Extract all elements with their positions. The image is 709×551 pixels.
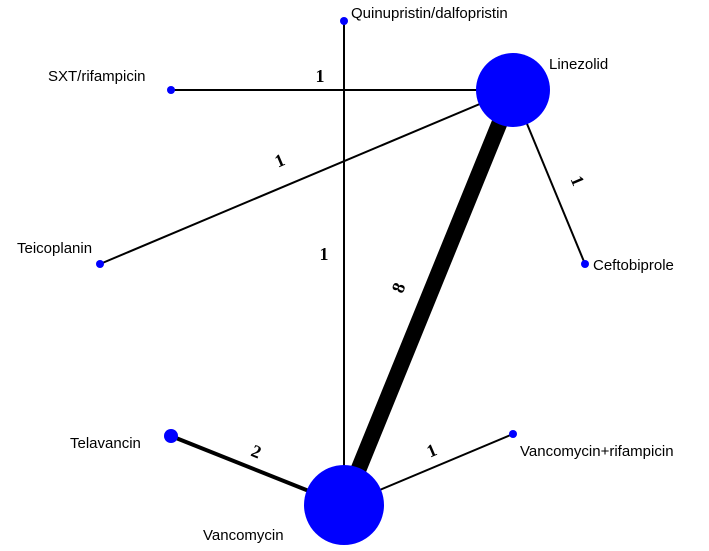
edge-label-telavancin-vancomycin: 2 xyxy=(248,440,264,462)
node-quinupristin[interactable] xyxy=(340,17,348,25)
node-label-linezolid: Linezolid xyxy=(549,56,608,73)
edge-teicoplanin-linezolid xyxy=(99,89,514,265)
node-vancomycin-rif[interactable] xyxy=(509,430,517,438)
node-label-vancomycin-rif: Vancomycin+rifampicin xyxy=(520,443,674,460)
node-label-ceftobiprole: Ceftobiprole xyxy=(593,257,674,274)
node-ceftobiprole[interactable] xyxy=(581,260,589,268)
node-labels: Quinupristin/dalfopristin SXT/rifampicin… xyxy=(17,5,674,544)
edge-linezolid-vancomycin xyxy=(336,86,521,509)
node-label-quinupristin: Quinupristin/dalfopristin xyxy=(351,5,508,22)
edge-label-linezolid-ceftobiprole: 1 xyxy=(567,173,589,189)
node-linezolid[interactable] xyxy=(476,53,550,127)
node-vancomycin[interactable] xyxy=(304,465,384,545)
node-label-sxt: SXT/rifampicin xyxy=(48,68,146,85)
edge-label-quinupristin-vancomycin: 1 xyxy=(320,244,329,264)
edge-label-teicoplanin-linezolid: 1 xyxy=(272,150,288,172)
edge-label-sxt-linezolid: 1 xyxy=(316,66,325,86)
node-sxt[interactable] xyxy=(167,86,175,94)
node-label-vancomycin: Vancomycin xyxy=(203,527,284,544)
node-teicoplanin[interactable] xyxy=(96,260,104,268)
edge-label-linezolid-vancomycin: 8 xyxy=(387,280,409,296)
node-label-teicoplanin: Teicoplanin xyxy=(17,240,92,257)
nodes xyxy=(96,17,589,545)
edge-labels: 1 1 1 1 8 2 1 xyxy=(248,66,588,462)
edge-label-vancomycin-vancomycin_rif: 1 xyxy=(424,440,440,462)
node-label-telavancin: Telavancin xyxy=(70,435,141,452)
node-telavancin[interactable] xyxy=(164,429,178,443)
